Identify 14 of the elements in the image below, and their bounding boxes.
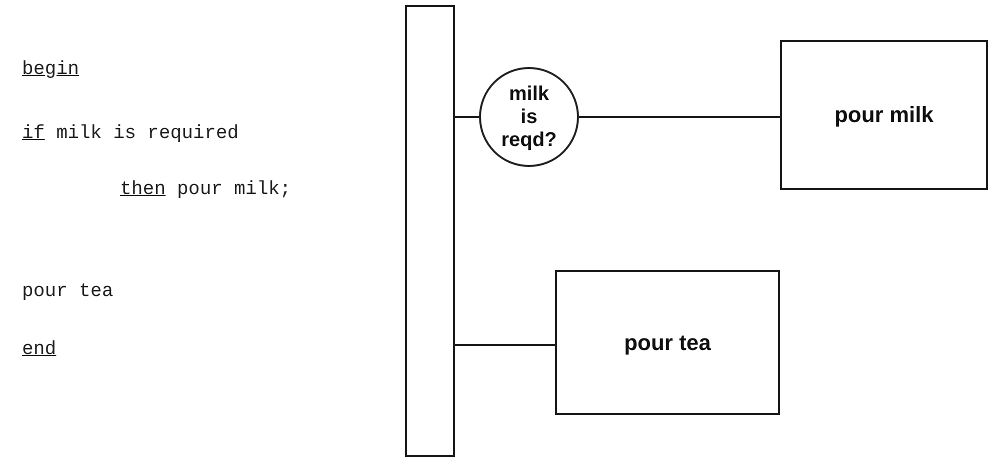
code-line: then pour milk; bbox=[120, 178, 292, 200]
code-line: end bbox=[22, 338, 56, 360]
connector-line bbox=[579, 116, 780, 118]
code-line: begin bbox=[22, 58, 80, 80]
node-label: pour tea bbox=[624, 330, 711, 356]
code-line: if milk is required bbox=[22, 122, 239, 144]
connector-line bbox=[455, 344, 555, 346]
node-label: milk is reqd? bbox=[500, 82, 558, 152]
code-line: pour tea bbox=[22, 280, 114, 302]
process-box bbox=[780, 40, 988, 190]
node-label: pour milk bbox=[834, 102, 934, 128]
process-box bbox=[555, 270, 780, 415]
vertical-bar bbox=[405, 5, 455, 457]
connector-line bbox=[455, 116, 479, 118]
